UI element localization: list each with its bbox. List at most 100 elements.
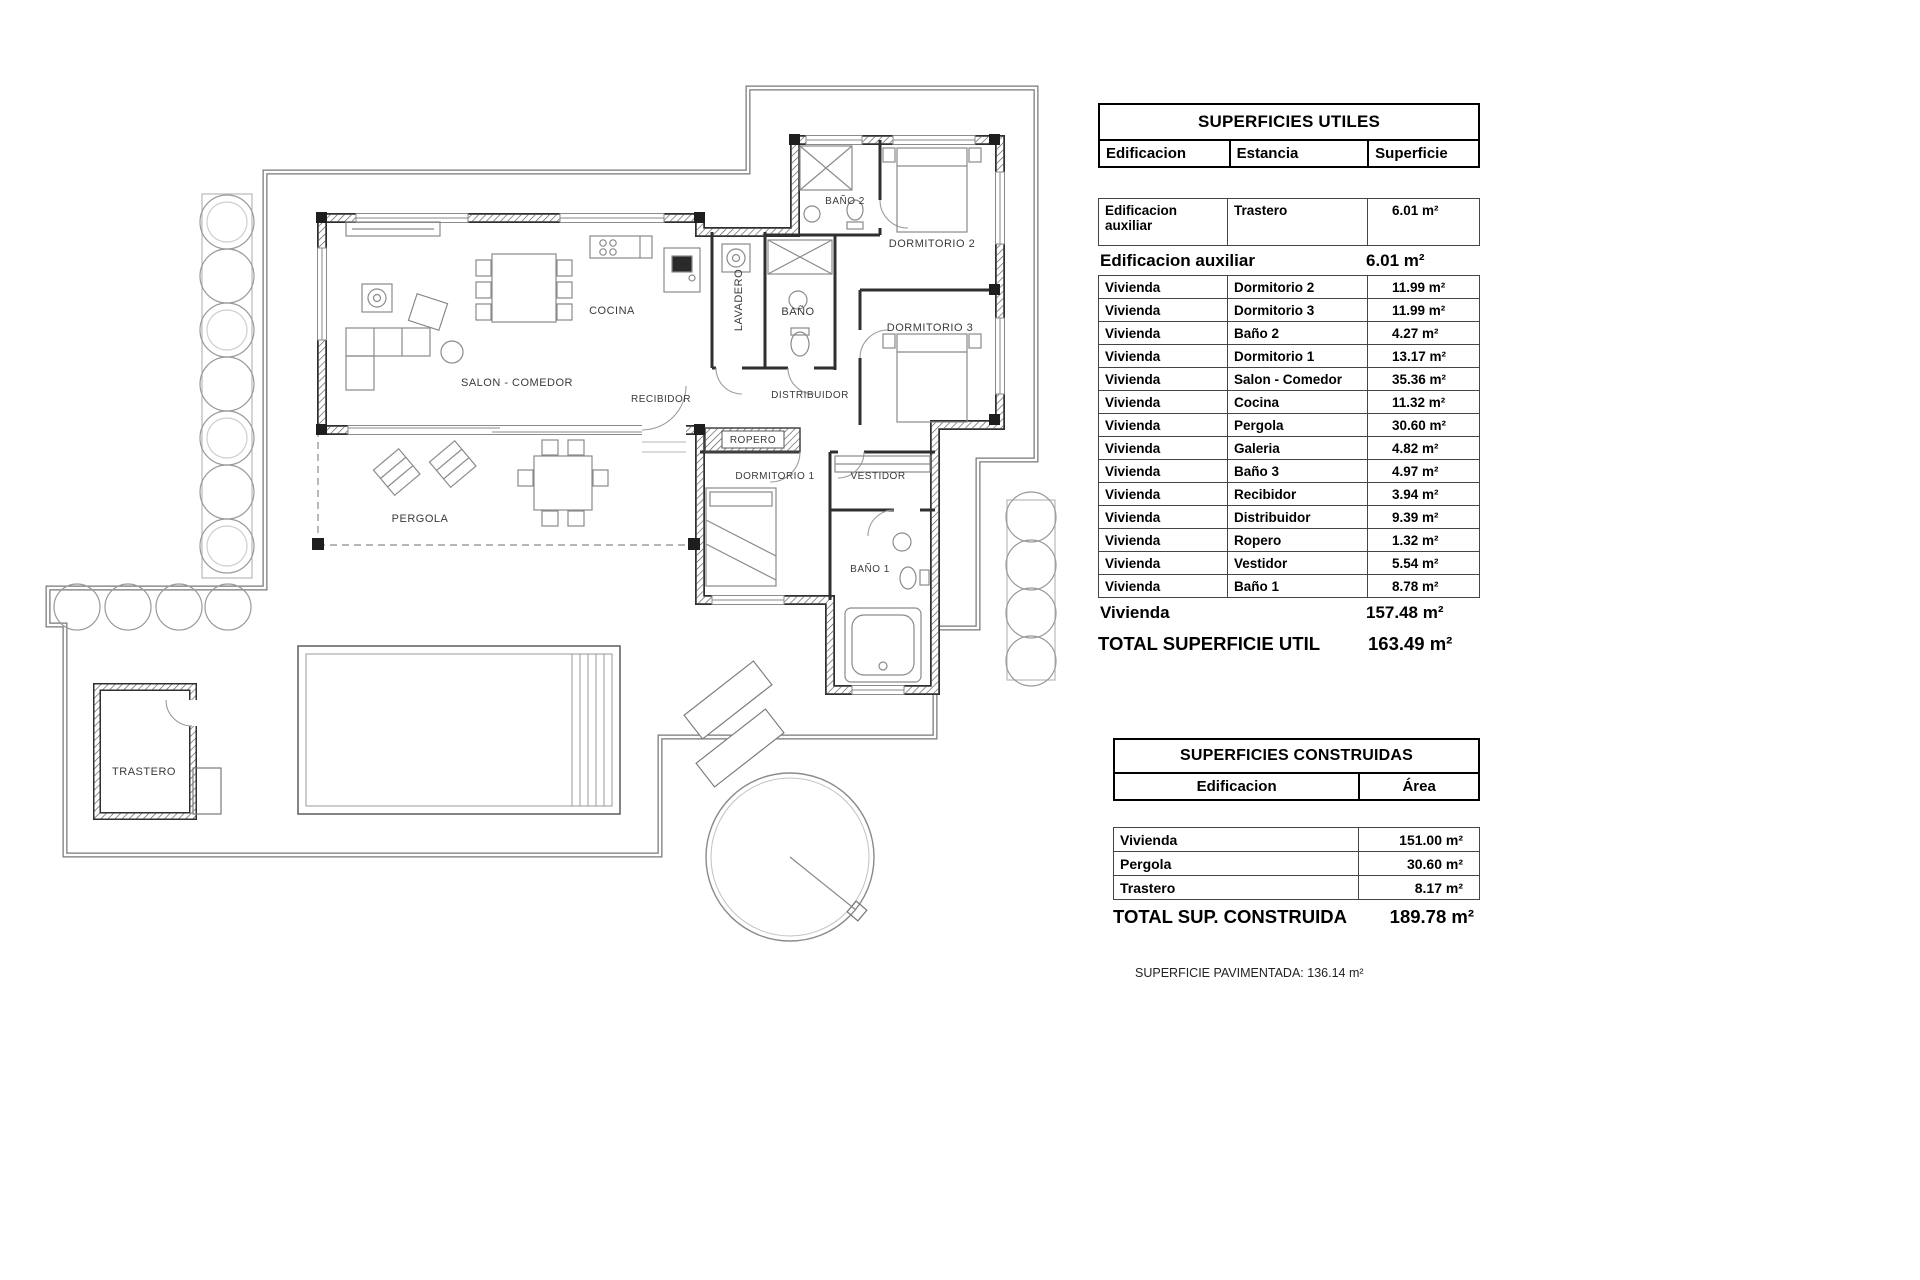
floor-plan: BAÑO 2 DORMITORIO 2 DORMITORIO 3 LAVADER… — [0, 0, 1057, 942]
door-openings — [642, 200, 920, 515]
aux-estancia: Trastero — [1228, 198, 1368, 246]
cell-edificacion: Vivienda — [1098, 299, 1228, 322]
utiles-header-row: Edificacion Estancia Superficie — [1098, 141, 1480, 168]
construidas-header-area: Área — [1358, 774, 1478, 799]
vivienda-subtotal-label: Vivienda — [1100, 603, 1170, 622]
interior-walls — [700, 140, 1000, 600]
cell-edificacion: Vivienda — [1098, 506, 1228, 529]
cell-estancia: Dormitorio 3 — [1228, 299, 1368, 322]
cell-superficie: 11.32 m² — [1368, 391, 1480, 414]
solar-panels — [683, 660, 785, 788]
aux-edificacion: Edificacion auxiliar — [1098, 198, 1228, 246]
cell-estancia: Baño 1 — [1228, 575, 1368, 598]
room-label-cocina: COCINA — [589, 305, 635, 317]
trastero-building — [97, 687, 222, 816]
cell-estancia: Recibidor — [1228, 483, 1368, 506]
aux-superficie: 6.01 m² — [1368, 198, 1480, 246]
room-label-pergola: PERGOLA — [392, 513, 449, 525]
cell-edificacion: Vivienda — [1098, 529, 1228, 552]
door-arcs — [641, 199, 909, 537]
cell-edificacion: Vivienda — [1098, 345, 1228, 368]
cell-estancia: Vestidor — [1228, 552, 1368, 575]
cell-superficie: 5.54 m² — [1368, 552, 1480, 575]
cell-edificacion: Vivienda — [1098, 391, 1228, 414]
cell-edificacion: Vivienda — [1098, 437, 1228, 460]
cell-edificacion: Vivienda — [1098, 368, 1228, 391]
aux-subtotal-value: 6.01 m² — [1366, 251, 1425, 270]
utiles-total-value: 163.49 m² — [1368, 633, 1453, 654]
pergola-area — [317, 430, 701, 546]
cell-edificacion: Vivienda — [1098, 322, 1228, 345]
cell-estancia: Salon - Comedor — [1228, 368, 1368, 391]
room-label-lavadero: LAVADERO — [733, 269, 745, 331]
construidas-total-row: TOTAL SUP. CONSTRUIDA 189.78 m² — [1113, 906, 1480, 928]
cell-superficie: 9.39 m² — [1368, 506, 1480, 529]
utiles-header-superficie: Superficie — [1367, 141, 1478, 166]
cell-superficie: 4.82 m² — [1368, 437, 1480, 460]
room-label-distribuidor: DISTRIBUIDOR — [771, 390, 849, 401]
room-label-dormitorio3: DORMITORIO 3 — [887, 322, 973, 334]
cell-estancia: Galeria — [1228, 437, 1368, 460]
room-label-bano1: BAÑO 1 — [850, 562, 890, 575]
pergola-furniture — [372, 439, 609, 527]
cell-superficie: 35.36 m² — [1368, 368, 1480, 391]
vivienda-subtotal-value: 157.48 m² — [1366, 603, 1444, 622]
room-label-ropero: ROPERO — [730, 435, 776, 446]
room-label-trastero: TRASTERO — [112, 766, 176, 778]
vivienda-subtotal-row: Vivienda 157.48 m² — [1098, 598, 1480, 627]
superficies-construidas-table: SUPERFICIES CONSTRUIDAS Edificacion Área… — [1113, 738, 1480, 928]
cell-area: 30.60 m² — [1359, 852, 1480, 876]
utiles-title: SUPERFICIES UTILES — [1098, 103, 1480, 141]
cell-superficie: 8.78 m² — [1368, 575, 1480, 598]
superficies-utiles-table: SUPERFICIES UTILES Edificacion Estancia … — [1098, 103, 1480, 655]
water-tank-circle — [705, 772, 875, 942]
cell-estancia: Cocina — [1228, 391, 1368, 414]
room-labels: BAÑO 2 DORMITORIO 2 DORMITORIO 3 LAVADER… — [112, 194, 975, 778]
cell-superficie: 4.27 m² — [1368, 322, 1480, 345]
cell-area: 8.17 m² — [1359, 876, 1480, 900]
cell-estancia: Baño 3 — [1228, 460, 1368, 483]
cell-estancia: Dormitorio 1 — [1228, 345, 1368, 368]
cell-estancia: Distribuidor — [1228, 506, 1368, 529]
cell-superficie: 30.60 m² — [1368, 414, 1480, 437]
construidas-header-row: Edificacion Área — [1113, 774, 1480, 801]
furniture — [345, 145, 982, 683]
room-label-recibidor: RECIBIDOR — [631, 394, 691, 405]
room-label-bano2: BAÑO 2 — [825, 194, 865, 207]
cell-edificacion: Pergola — [1113, 852, 1359, 876]
cell-superficie: 1.32 m² — [1368, 529, 1480, 552]
cell-superficie: 13.17 m² — [1368, 345, 1480, 368]
construidas-total-value: 189.78 m² — [1389, 906, 1474, 927]
cell-edificacion: Vivienda — [1098, 276, 1228, 299]
room-label-bano: BAÑO — [781, 305, 814, 318]
cell-edificacion: Vivienda — [1098, 575, 1228, 598]
cell-estancia: Pergola — [1228, 414, 1368, 437]
utiles-total-label: TOTAL SUPERFICIE UTIL — [1098, 633, 1321, 654]
trees-right-column — [1005, 491, 1057, 687]
cell-superficie: 11.99 m² — [1368, 276, 1480, 299]
trees-bottom-row — [53, 583, 252, 631]
utiles-header-estancia: Estancia — [1228, 141, 1368, 166]
aux-subtotal-row: Edificacion auxiliar 6.01 m² — [1098, 246, 1480, 275]
room-label-dormitorio2: DORMITORIO 2 — [889, 238, 975, 250]
room-label-vestidor: VESTIDOR — [850, 471, 905, 482]
pillars — [312, 134, 1000, 550]
cell-estancia: Dormitorio 2 — [1228, 276, 1368, 299]
cell-superficie: 3.94 m² — [1368, 483, 1480, 506]
cell-estancia: Baño 2 — [1228, 322, 1368, 345]
cell-edificacion: Trastero — [1113, 876, 1359, 900]
cell-superficie: 11.99 m² — [1368, 299, 1480, 322]
